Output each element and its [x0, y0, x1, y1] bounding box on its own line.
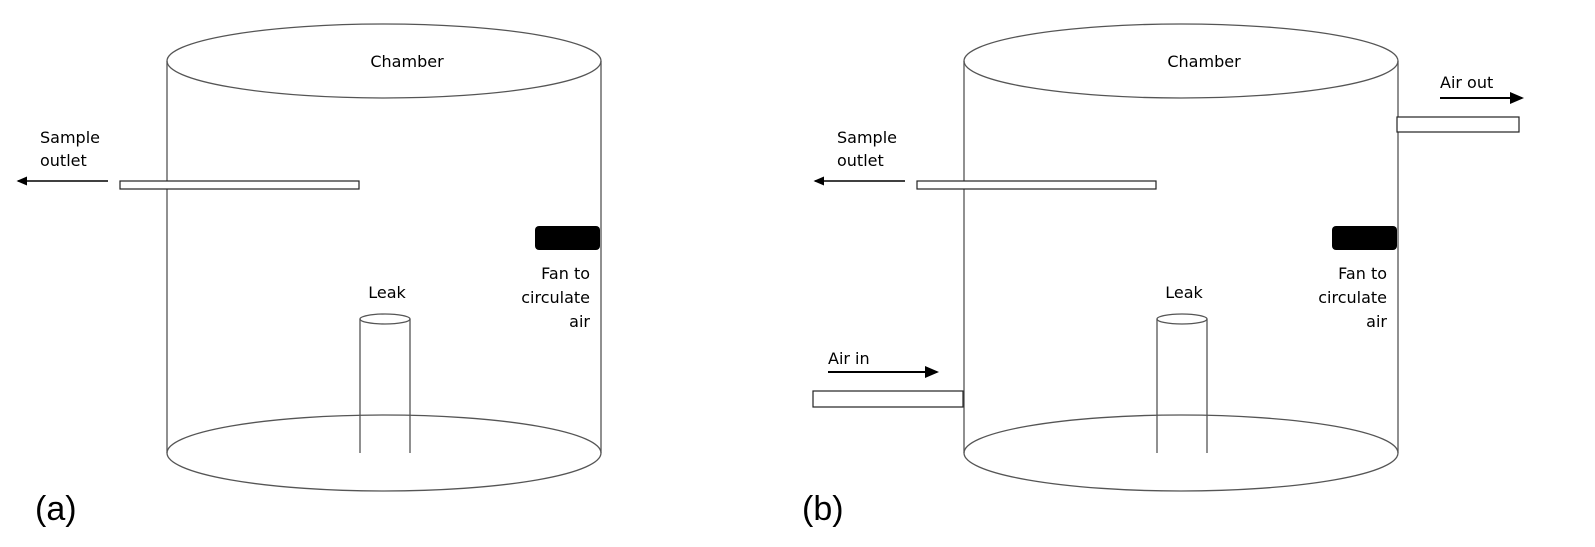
chamber-top [963, 23, 1399, 99]
chamber-bottom [963, 414, 1399, 492]
leak-pipe-top [1156, 313, 1208, 325]
air-in-tube [812, 390, 964, 408]
fan [535, 226, 600, 250]
panel-b: Chamber Sample outlet Fan to circulate a… [802, 23, 1524, 528]
panel-a: Chamber Sample outlet Fan to circulate a… [16, 23, 602, 528]
fan [1332, 226, 1397, 250]
leak-label: Leak [368, 283, 406, 302]
chamber-label: Chamber [1167, 52, 1241, 71]
sample-outlet-tube [119, 180, 360, 190]
fan-label-1: Fan to [541, 264, 590, 283]
sample-outlet-label-2: outlet [40, 151, 87, 170]
fan-label-2: circulate [1318, 288, 1387, 307]
air-in-label: Air in [828, 349, 870, 368]
sample-outlet-label-1: Sample [40, 128, 100, 147]
fan-label-3: air [569, 312, 590, 331]
leak-pipe-top [359, 313, 411, 325]
chamber-label: Chamber [370, 52, 444, 71]
fan-label-2: circulate [521, 288, 590, 307]
panel-label: (a) [35, 490, 77, 528]
leak-label: Leak [1165, 283, 1203, 302]
panel-label: (b) [802, 490, 844, 528]
sample-outlet-tube [916, 180, 1157, 190]
sample-outlet-label-1: Sample [837, 128, 897, 147]
sample-outlet-label-2: outlet [837, 151, 884, 170]
air-out-tube [1396, 116, 1520, 133]
air-out-label: Air out [1440, 73, 1493, 92]
chamber-top [166, 23, 602, 99]
fan-label-1: Fan to [1338, 264, 1387, 283]
chamber-bottom [166, 414, 602, 492]
fan-label-3: air [1366, 312, 1387, 331]
